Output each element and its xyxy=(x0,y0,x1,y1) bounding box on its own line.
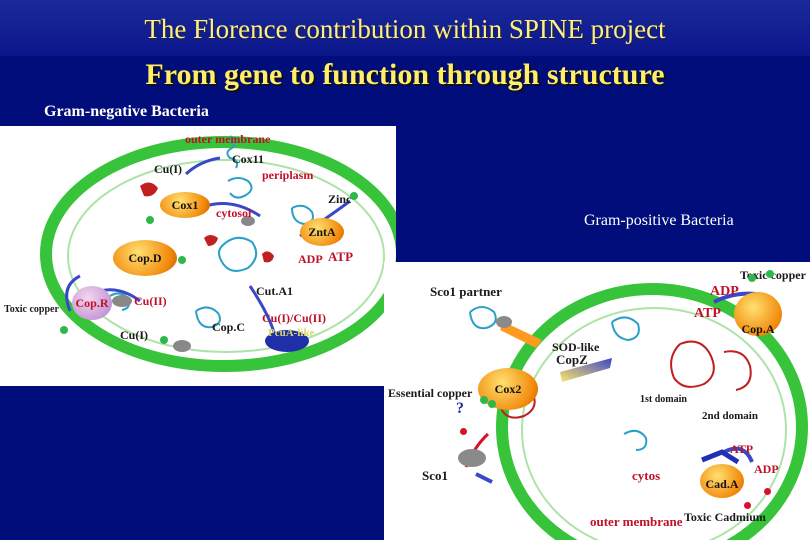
copc-label: Cop.C xyxy=(212,320,246,334)
cadmium-dot xyxy=(460,428,467,435)
cuta1-label: Cut.A1 xyxy=(256,284,294,298)
question-label: ? xyxy=(456,400,464,417)
atp-top-label: ATP xyxy=(694,306,721,321)
atp-bottom-label: ATP xyxy=(730,442,754,456)
copper-dot xyxy=(748,274,756,282)
copper-dot xyxy=(766,270,774,278)
sco1-partner-label: Sco1 partner xyxy=(430,284,502,299)
sco1-label: Sco1 xyxy=(422,468,448,483)
first-domain-label: 1st domain xyxy=(640,394,687,405)
gram-negative-heading: Gram-negative Bacteria xyxy=(44,103,209,120)
copr-node: Cop.R xyxy=(72,286,112,320)
copper-dot xyxy=(60,326,68,334)
periplasm-label: periplasm xyxy=(262,168,314,182)
sod-like-label: SOD-like xyxy=(552,340,600,354)
title-bar xyxy=(0,0,810,56)
pcua-like-label: PcuA-like xyxy=(268,327,315,339)
cada-node: Cad.A xyxy=(700,464,744,498)
essential-copper-label: Essential copper xyxy=(388,386,473,400)
cytosol-label: cytosol xyxy=(216,206,252,220)
gram-positive-diagram xyxy=(458,283,808,540)
copz-label: CopZ xyxy=(556,352,588,367)
gram-positive-panel: Toxic copper Sco1 partner ADP ATP Cop.A … xyxy=(384,262,810,540)
adp-top-label: ADP xyxy=(710,284,739,299)
cadmium-dot xyxy=(744,502,751,509)
cu1-cu2-label: Cu(I)/Cu(II) xyxy=(262,311,327,325)
outer-membrane-label: outer membrane xyxy=(185,132,271,146)
cu1-top-label: Cu(I) xyxy=(154,162,183,176)
second-domain-label: 2nd domain xyxy=(702,410,758,422)
outer-membrane-label: outer membrane xyxy=(590,514,683,529)
page-title: The Florence contribution within SPINE p… xyxy=(144,14,666,44)
atp-label: ATP xyxy=(328,249,354,264)
copper-dot xyxy=(146,216,154,224)
page-subtitle: From gene to function through structure xyxy=(145,58,665,91)
adp-label: ADP xyxy=(298,252,323,266)
gram-positive-heading: Gram-positive Bacteria xyxy=(584,212,734,229)
copper-dot xyxy=(480,396,488,404)
copa-node: Cop.A xyxy=(734,292,782,336)
cadmium-dot xyxy=(764,488,771,495)
copper-dot xyxy=(178,256,186,264)
gram-negative-diagram xyxy=(40,135,396,372)
toxic-copper-label: Toxic copper xyxy=(4,304,59,315)
copper-dot xyxy=(160,336,168,344)
adp-bottom-label: ADP xyxy=(754,462,779,476)
cox1-node: Cox1 xyxy=(160,192,210,218)
copd-node: Cop.D xyxy=(113,240,177,276)
cu1-bottom-label: Cu(I) xyxy=(120,328,149,342)
gram-negative-panel: outer membrane Cu(I) Cox11 periplasm Cox… xyxy=(0,126,396,386)
cox11-label: Cox11 xyxy=(232,152,265,166)
toxic-cadmium-label: Toxic Cadmium xyxy=(684,510,766,524)
cox2-node: Cox2 xyxy=(478,368,538,410)
cu2-label: Cu(II) xyxy=(134,294,167,308)
zinc-label: Zinc xyxy=(328,192,352,206)
copper-dot xyxy=(488,400,496,408)
znta-node: ZntA xyxy=(300,218,344,246)
cytosol-label: cytos xyxy=(632,468,661,483)
copper-dot xyxy=(350,192,358,200)
